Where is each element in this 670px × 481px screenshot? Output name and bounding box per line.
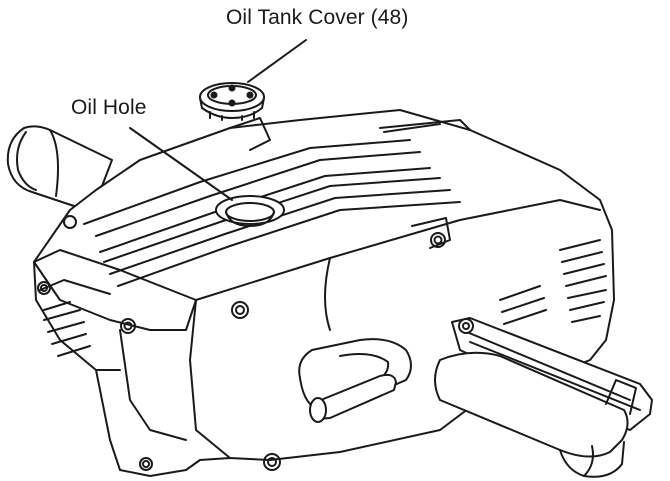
rear-cylinder [6,125,113,213]
oil-hole [215,195,285,227]
screw-rear-clip [63,215,77,229]
callout-oil-hole: Oil Hole [71,96,147,119]
screw-left [120,318,136,334]
screw-bottom-center [263,453,281,471]
screw-bottom-left [139,457,153,471]
side-handle [298,317,653,478]
screw-far-left [37,281,51,295]
leader-oil-tank-cover [247,39,307,83]
leader-oil-hole [129,127,233,201]
screw-mid [231,301,249,319]
screw-top-right [411,217,451,249]
callout-oil-tank-cover: Oil Tank Cover (48) [226,6,409,29]
oil-tank-cover [199,82,265,121]
